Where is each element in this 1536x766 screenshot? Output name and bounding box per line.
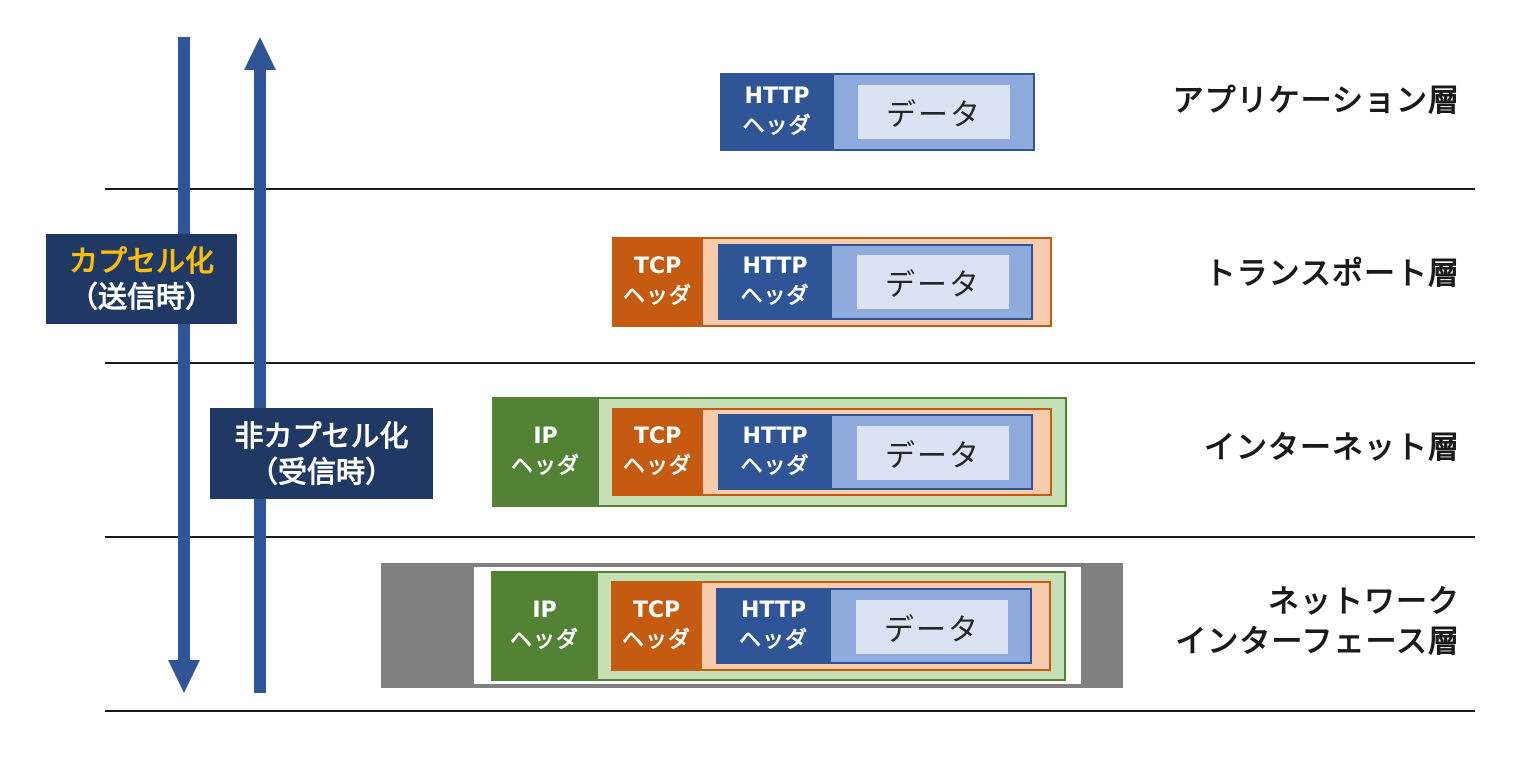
ip-header: IP ヘッダ xyxy=(492,397,599,507)
http-header: HTTP ヘッダ xyxy=(716,588,831,664)
http-header-line2: ヘッダ xyxy=(742,114,812,139)
tcp-header: TCP ヘッダ xyxy=(611,581,702,671)
tcp-header-line1: TCP xyxy=(633,254,682,279)
layer-name-application: アプリケーション層 xyxy=(1172,83,1460,119)
http-header-line1: HTTP xyxy=(744,84,810,109)
http-header: HTTP ヘッダ xyxy=(718,414,832,490)
layer-name-transport: トランスポート層 xyxy=(1204,256,1460,292)
http-header-line2: ヘッダ xyxy=(740,284,810,309)
http-header: HTTP ヘッダ xyxy=(720,73,834,151)
data-box: データ xyxy=(857,426,1009,480)
layer-divider xyxy=(105,536,1475,538)
http-header-line2: ヘッダ xyxy=(740,454,810,479)
ip-header-line2: ヘッダ xyxy=(510,454,580,479)
decapsulation-subtitle: （受信時） xyxy=(248,454,394,489)
ip-header-line1: IP xyxy=(532,598,557,623)
tcp-header-line2: ヘッダ xyxy=(622,284,692,309)
data-box: データ xyxy=(858,85,1010,139)
ip-header: IP ヘッダ xyxy=(491,571,598,681)
tcp-header: TCP ヘッダ xyxy=(612,408,703,496)
layer-name-internet: インターネット層 xyxy=(1204,430,1460,466)
tcp-header-line1: TCP xyxy=(632,598,681,623)
tcp-header-line2: ヘッダ xyxy=(622,454,692,479)
layer-name-network-interface: ネットワーク インターフェース層 xyxy=(1175,582,1460,662)
http-header: HTTP ヘッダ xyxy=(718,244,832,320)
ip-header-line1: IP xyxy=(533,424,558,449)
tcp-header: TCP ヘッダ xyxy=(612,237,703,327)
ip-header-line2: ヘッダ xyxy=(509,628,579,653)
data-box: データ xyxy=(856,600,1008,654)
layer-divider xyxy=(105,710,1475,712)
http-header-line2: ヘッダ xyxy=(738,628,808,653)
encapsulation-subtitle: （送信時） xyxy=(68,280,214,314)
decapsulation-title: 非カプセル化 xyxy=(234,418,409,453)
http-header-line1: HTTP xyxy=(742,424,808,449)
decapsulation-label: 非カプセル化 （受信時） xyxy=(210,408,433,499)
layer-divider xyxy=(105,188,1475,190)
http-header-line1: HTTP xyxy=(740,598,807,623)
tcp-header-line2: ヘッダ xyxy=(621,628,691,653)
encapsulation-title: カプセル化 xyxy=(68,244,214,278)
tcp-header-line1: TCP xyxy=(633,424,682,449)
encapsulation-label: カプセル化 （送信時） xyxy=(46,234,237,324)
data-box: データ xyxy=(857,255,1009,309)
http-header-line1: HTTP xyxy=(742,254,808,279)
layer-name-line1: ネットワーク xyxy=(1268,584,1460,620)
layer-divider xyxy=(105,362,1475,364)
layer-name-line2: インターフェース層 xyxy=(1175,624,1460,660)
